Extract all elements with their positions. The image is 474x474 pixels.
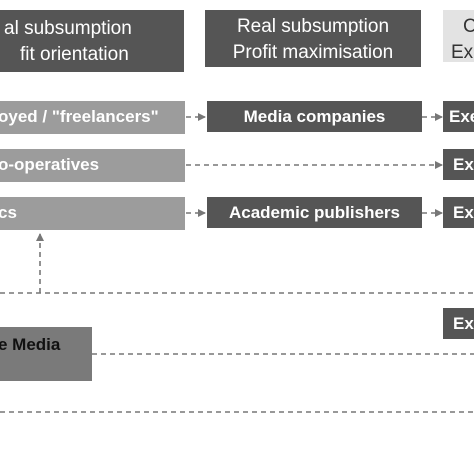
box-media-companies-label: Media companies <box>243 107 386 126</box>
box-right-edge-row3: Ex <box>443 197 474 228</box>
header-right-partial-line1: C <box>463 16 474 37</box>
header-formal-subsumption: al subsumption fit orientation <box>0 10 184 72</box>
box-alternative-media-label: e Media <box>0 335 61 354</box>
box-academic-publishers-label: Academic publishers <box>228 203 400 222</box>
box-right-edge-row4: Ex <box>443 308 474 339</box>
header-real-subsumption: Real subsumption Profit maximisation <box>205 10 421 67</box>
header-real-subsumption-line1: Real subsumption <box>236 16 390 37</box>
box-self-employed-freelancers-label: oyed / "freelancers" <box>0 107 159 126</box>
header-formal-subsumption-line2: fit orientation <box>20 44 129 65</box>
box-academic-publishers: Academic publishers <box>207 197 422 228</box>
box-co-operatives-label: o-operatives <box>0 155 100 174</box>
box-right-edge-row1-label: Exe <box>449 107 474 126</box>
box-co-operatives: o-operatives <box>0 149 185 182</box>
header-formal-subsumption-line1: al subsumption <box>4 18 132 39</box>
header-right-partial: C Ex <box>443 10 474 62</box>
box-academics: cs <box>0 197 185 230</box>
box-academics-label: cs <box>0 203 17 222</box>
box-alternative-media: e Media <box>0 327 92 381</box>
box-right-edge-row4-label: Ex <box>453 314 474 333</box>
header-right-partial-line2: Ex <box>451 42 474 62</box>
box-self-employed-freelancers: oyed / "freelancers" <box>0 101 185 134</box>
box-right-edge-row2: Ex <box>443 149 474 180</box>
header-real-subsumption-line2: Profit maximisation <box>232 42 394 63</box>
box-right-edge-row1: Exe <box>443 101 474 132</box>
box-right-edge-row3-label: Ex <box>453 203 474 222</box>
box-right-edge-row2-label: Ex <box>453 155 474 174</box>
box-media-companies: Media companies <box>207 101 422 132</box>
